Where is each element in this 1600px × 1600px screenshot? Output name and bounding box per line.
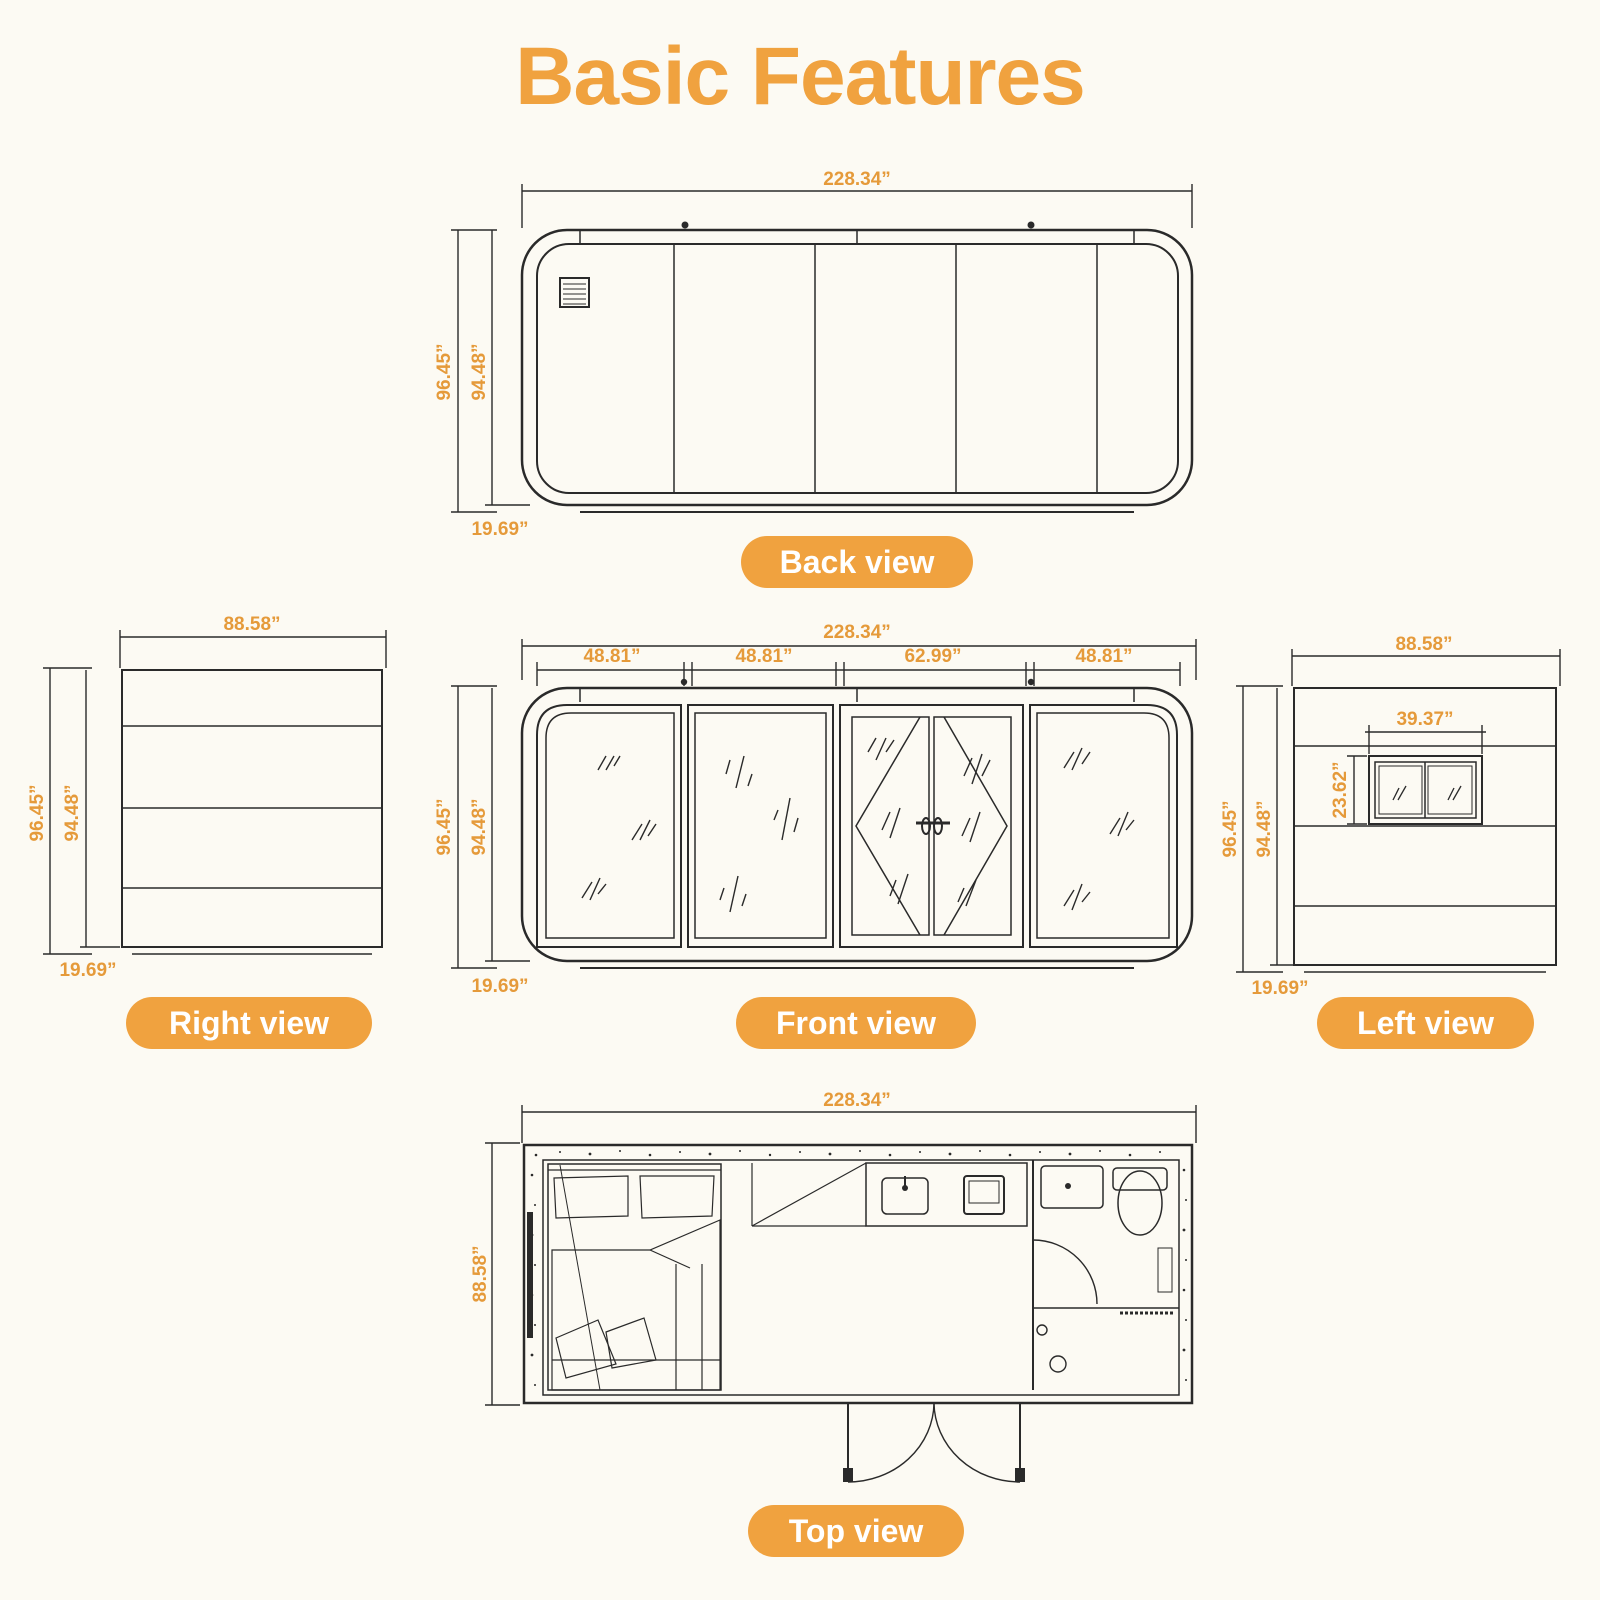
back-height-body-dim: 94.48”	[469, 343, 490, 400]
top-view-label: Top view	[748, 1505, 964, 1557]
right-base-dim: 19.69”	[59, 960, 116, 981]
left-window-height-dim: 23.62”	[1330, 761, 1351, 818]
right-width-dim: 88.58”	[223, 614, 280, 635]
vent-icon	[559, 277, 590, 308]
front-seg-3-dim: 62.99”	[904, 646, 961, 667]
top-width-dim: 88.58”	[470, 1245, 491, 1302]
left-window-width-dim: 39.37”	[1396, 709, 1453, 730]
left-height-body-dim: 94.48”	[1254, 800, 1275, 857]
front-length-dim: 228.34”	[823, 622, 891, 643]
front-height-total-dim: 96.45”	[434, 798, 455, 855]
right-view-drawing: 88.58” 96.45” 94.48” 19.69”	[27, 614, 387, 981]
bed	[527, 1163, 722, 1391]
front-seg-2-dim: 48.81”	[735, 646, 792, 667]
front-base-dim: 19.69”	[471, 976, 528, 997]
wall-texture	[530, 1150, 1187, 1386]
right-view-label: Right view	[126, 997, 372, 1049]
right-height-total-dim: 96.45”	[27, 784, 48, 841]
top-length-dim: 228.34”	[823, 1090, 891, 1111]
back-view-label: Back view	[741, 536, 973, 588]
front-height-body-dim: 94.48”	[469, 798, 490, 855]
left-base-dim: 19.69”	[1251, 978, 1308, 999]
top-view-drawing: 228.34” 88.58”	[470, 1090, 1197, 1483]
front-view-drawing: 228.34” 48.81” 48.81” 62.99” 48.81” 96.4…	[434, 622, 1197, 997]
page-title: Basic Features	[515, 31, 1085, 122]
left-view-drawing: 88.58” 39.37” 23.62” 96.45” 94.48” 19.69…	[1220, 634, 1561, 999]
back-view-drawing: 228.34” 96.45” 94.48” 19.69”	[434, 169, 1194, 540]
counter	[751, 1162, 1028, 1227]
back-base-dim: 19.69”	[471, 519, 528, 540]
bathroom	[1032, 1160, 1179, 1390]
side-window	[1368, 755, 1483, 825]
back-height-total-dim: 96.45”	[434, 343, 455, 400]
left-width-dim: 88.58”	[1395, 634, 1452, 655]
right-height-body-dim: 94.48”	[62, 784, 83, 841]
left-height-total-dim: 96.45”	[1220, 800, 1241, 857]
back-length-dim: 228.34”	[823, 169, 891, 190]
left-view-label: Left view	[1317, 997, 1534, 1049]
front-seg-1-dim: 48.81”	[583, 646, 640, 667]
front-view-label: Front view	[736, 997, 976, 1049]
front-seg-4-dim: 48.81”	[1075, 646, 1132, 667]
entrance-doors	[843, 1402, 1025, 1483]
